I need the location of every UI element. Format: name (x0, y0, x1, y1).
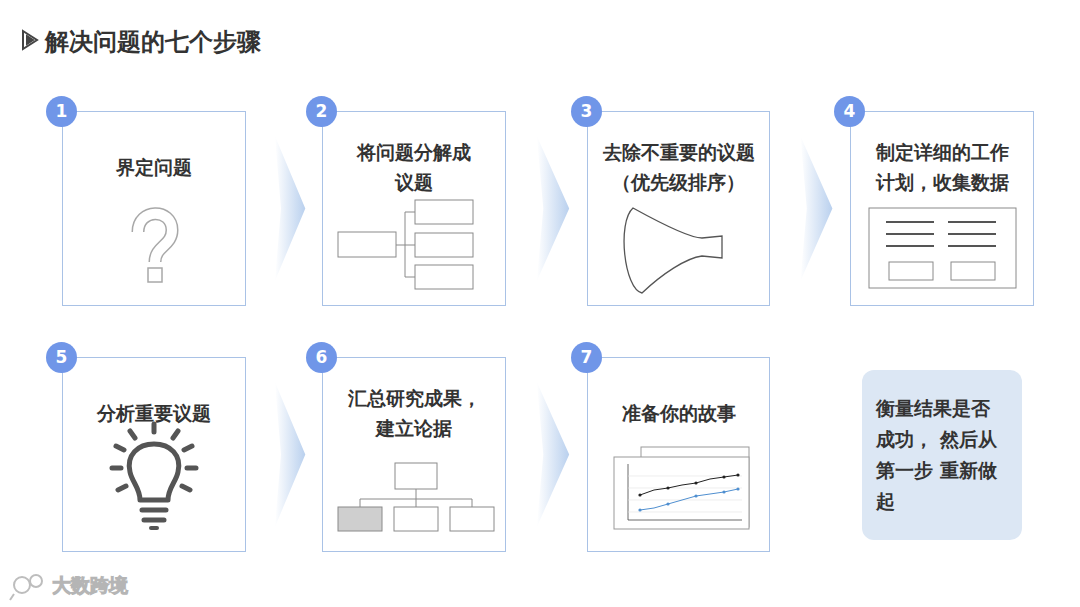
document-icon (869, 208, 1016, 288)
process-box: 制定详细的工作 计划，收集数据4 (850, 111, 1034, 306)
text-area: 制定详细的工作 计划，收集数据 (851, 134, 1033, 200)
step-number-circle: 4 (834, 96, 865, 127)
flow-chevron (800, 136, 832, 281)
line-chart-icon (614, 447, 749, 529)
process-box: 汇总研究成果， 建立论据6 (322, 357, 506, 552)
process-box: 去除不重要的议题 （优先级排序）3 (587, 111, 770, 306)
step-number-circle: 1 (46, 96, 77, 127)
step-label: 界定问题 (116, 152, 192, 182)
step-number: 1 (56, 103, 68, 120)
step-number: 6 (316, 349, 328, 366)
text-area: 将问题分解成 议题 (323, 134, 505, 200)
step-number: 3 (581, 103, 593, 120)
step-number: 4 (844, 103, 856, 120)
issue-tree-icon (338, 200, 473, 289)
text-area: 汇总研究成果， 建立论据 (323, 380, 505, 446)
funnel-icon (624, 208, 722, 293)
process-box: 分析重要议题5 (62, 357, 246, 552)
flow-chevron (275, 382, 305, 527)
step-label: 制定详细的工作 计划，收集数据 (869, 137, 1015, 197)
step-number: 7 (581, 349, 593, 366)
process-box: 界定问题1 (62, 111, 246, 306)
title-icon (23, 31, 37, 49)
watermark-logo (10, 575, 42, 600)
light-bulb-icon (112, 424, 196, 528)
step-label: 分析重要议题 (97, 398, 211, 428)
process-box: 准备你的故事7 (587, 357, 770, 552)
step-number-circle: 3 (571, 96, 602, 127)
summary-text: 衡量结果是否 成功， 然后从第一步 重新做起 (876, 393, 998, 517)
text-area: 界定问题 (63, 134, 245, 200)
flow-chevron (537, 136, 569, 281)
flow-chevron (537, 382, 569, 527)
step-label: 去除不重要的议题 （优先级排序） (598, 137, 760, 197)
text-area: 去除不重要的议题 （优先级排序） (588, 134, 769, 200)
text-area: 准备你的故事 (588, 380, 769, 446)
step-number: 2 (316, 103, 328, 120)
text-area: 分析重要议题 (63, 380, 245, 446)
step-number: 5 (56, 349, 68, 366)
watermark: 大数跨境 (52, 573, 128, 599)
process-box: 将问题分解成 议题2 (322, 111, 506, 306)
flow-chevron (275, 136, 305, 281)
summary-box: 衡量结果是否 成功， 然后从第一步 重新做起 (862, 370, 1022, 540)
question-mark-icon (138, 214, 172, 282)
step-number-circle: 6 (306, 342, 337, 373)
step-number-circle: 2 (306, 96, 337, 127)
step-label: 汇总研究成果， 建立论据 (343, 383, 485, 443)
diagram-title: 解决问题的七个步骤 (45, 26, 261, 58)
step-number-circle: 5 (46, 342, 77, 373)
org-chart-icon (338, 463, 494, 531)
step-label: 将问题分解成 议题 (353, 137, 475, 197)
step-label: 准备你的故事 (622, 398, 736, 428)
step-number-circle: 7 (571, 342, 602, 373)
